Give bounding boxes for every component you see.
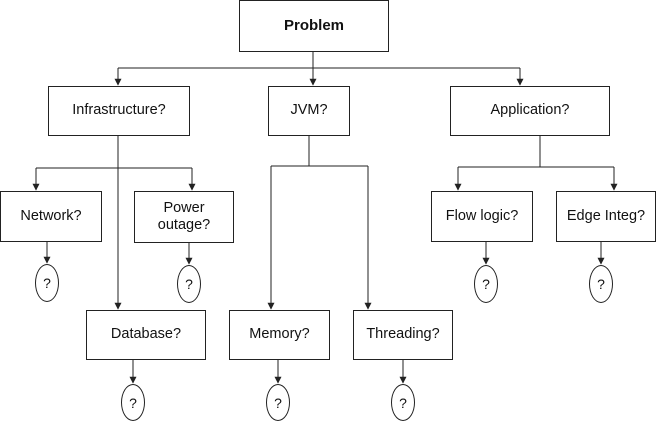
unknown-marker-threading: ? xyxy=(391,384,415,421)
unknown-marker-label: ? xyxy=(43,275,51,291)
unknown-marker-label: ? xyxy=(399,394,407,411)
node-network: Network? xyxy=(0,191,102,242)
node-jvm: JVM? xyxy=(268,86,350,136)
node-database-label: Database? xyxy=(110,326,182,343)
node-memory: Memory? xyxy=(229,310,330,360)
node-application-label: Application? xyxy=(490,102,570,119)
unknown-marker-power: ? xyxy=(177,265,201,303)
unknown-marker-label: ? xyxy=(482,276,490,292)
node-threading-label: Threading? xyxy=(366,326,440,343)
edge-problem-bus xyxy=(118,52,520,69)
unknown-marker-flow-logic: ? xyxy=(474,265,498,303)
unknown-marker-label: ? xyxy=(274,394,282,411)
unknown-marker-label: ? xyxy=(185,276,193,292)
node-power-outage: Power outage? xyxy=(134,191,234,243)
edge-infra-bus xyxy=(36,136,192,169)
unknown-marker-memory: ? xyxy=(266,384,290,421)
unknown-marker-network: ? xyxy=(35,264,59,302)
unknown-marker-edge-integ: ? xyxy=(589,265,613,303)
node-flow-logic-label: Flow logic? xyxy=(445,207,519,224)
edge-app-bus xyxy=(458,136,614,168)
node-threading: Threading? xyxy=(353,310,453,360)
node-memory-label: Memory? xyxy=(249,326,310,343)
node-power-label-line2: outage? xyxy=(157,217,211,233)
edge-jvm-bus xyxy=(271,136,368,167)
node-application: Application? xyxy=(450,86,610,136)
node-edge-integ: Edge Integ? xyxy=(556,191,656,242)
node-network-label: Network? xyxy=(20,207,82,224)
node-problem-label: Problem xyxy=(283,17,344,34)
node-jvm-label: JVM? xyxy=(290,102,328,119)
node-problem: Problem xyxy=(239,0,389,52)
unknown-marker-database: ? xyxy=(121,384,145,421)
node-infrastructure-label: Infrastructure? xyxy=(72,102,166,119)
node-flow-logic: Flow logic? xyxy=(431,191,533,242)
unknown-marker-label: ? xyxy=(597,276,605,292)
unknown-marker-label: ? xyxy=(129,394,137,411)
node-infrastructure: Infrastructure? xyxy=(48,86,190,136)
node-database: Database? xyxy=(86,310,206,360)
node-power-label-line1: Power xyxy=(163,199,205,216)
node-edge-integ-label: Edge Integ? xyxy=(566,207,646,224)
